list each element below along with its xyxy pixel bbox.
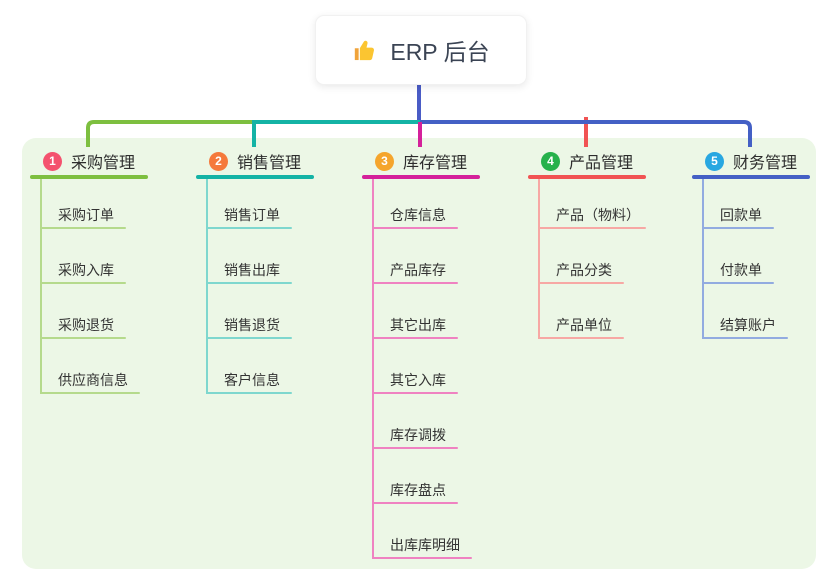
child-underline	[40, 282, 126, 284]
child-underline	[372, 227, 458, 229]
child-node[interactable]: 采购入库	[58, 262, 114, 278]
root-title: ERP 后台	[390, 39, 490, 65]
child-underline	[40, 337, 126, 339]
child-node[interactable]: 产品（物料）	[556, 207, 640, 223]
child-underline	[702, 227, 774, 229]
child-node[interactable]: 产品分类	[556, 262, 612, 278]
branch-node-1[interactable]: 1 采购管理	[30, 149, 148, 173]
child-underline	[372, 502, 458, 504]
branch-title: 产品管理	[569, 155, 634, 172]
child-underline	[702, 282, 774, 284]
child-node[interactable]: 其它入库	[390, 372, 446, 388]
branch-title: 采购管理	[71, 155, 136, 172]
branch-panel-background	[22, 138, 816, 569]
branch-node-2[interactable]: 2 销售管理	[196, 149, 314, 173]
root-node[interactable]: ERP 后台	[315, 15, 527, 85]
branch-underline-2	[196, 175, 314, 179]
child-node[interactable]: 回款单	[720, 207, 762, 223]
child-node[interactable]: 仓库信息	[390, 207, 446, 223]
branch-badge-5: 5	[705, 151, 724, 171]
child-node[interactable]: 付款单	[720, 262, 762, 278]
child-node[interactable]: 采购退货	[58, 317, 114, 333]
branch-badge-2: 2	[209, 151, 228, 171]
branch-child-spine-4	[538, 179, 540, 339]
child-node[interactable]: 产品单位	[556, 317, 612, 333]
child-node[interactable]: 客户信息	[224, 372, 280, 388]
branch-title: 库存管理	[403, 155, 468, 172]
child-node[interactable]: 采购订单	[58, 207, 114, 223]
child-underline	[206, 227, 292, 229]
branch-underline-1	[30, 175, 148, 179]
child-node[interactable]: 供应商信息	[58, 372, 128, 388]
child-underline	[40, 227, 126, 229]
child-underline	[40, 392, 140, 394]
branch-underline-5	[692, 175, 810, 179]
child-node[interactable]: 出库库明细	[390, 537, 460, 553]
branch-underline-4	[528, 175, 646, 179]
child-node[interactable]: 结算账户	[720, 317, 776, 333]
child-underline	[206, 337, 292, 339]
branch-node-5[interactable]: 5 财务管理	[692, 149, 810, 173]
branch-title: 财务管理	[733, 155, 798, 172]
child-underline	[538, 337, 624, 339]
child-node[interactable]: 销售退货	[224, 317, 280, 333]
thumbs-up-icon	[355, 40, 375, 60]
child-underline	[206, 282, 292, 284]
child-node[interactable]: 其它出库	[390, 317, 446, 333]
child-node[interactable]: 销售出库	[224, 262, 280, 278]
branch-node-4[interactable]: 4 产品管理	[528, 149, 646, 173]
child-underline	[372, 282, 458, 284]
branch-child-spine-2	[206, 179, 208, 394]
child-node[interactable]: 库存调拨	[390, 427, 446, 443]
branch-badge-4: 4	[541, 151, 560, 171]
branch-title: 销售管理	[237, 155, 302, 172]
branch-badge-3: 3	[375, 151, 394, 171]
child-node[interactable]: 销售订单	[224, 207, 280, 223]
child-underline	[538, 282, 624, 284]
branch-child-spine-3	[372, 179, 374, 559]
child-underline	[702, 337, 788, 339]
child-underline	[538, 227, 646, 229]
child-underline	[372, 447, 458, 449]
child-node[interactable]: 库存盘点	[390, 482, 446, 498]
child-underline	[206, 392, 292, 394]
child-underline	[372, 557, 472, 559]
branch-node-3[interactable]: 3 库存管理	[362, 149, 480, 173]
child-underline	[372, 392, 458, 394]
branch-underline-3	[362, 175, 480, 179]
child-node[interactable]: 产品库存	[390, 262, 446, 278]
branch-badge-1: 1	[43, 151, 62, 171]
child-underline	[372, 337, 458, 339]
branch-child-spine-1	[40, 179, 42, 394]
branch-child-spine-5	[702, 179, 704, 339]
